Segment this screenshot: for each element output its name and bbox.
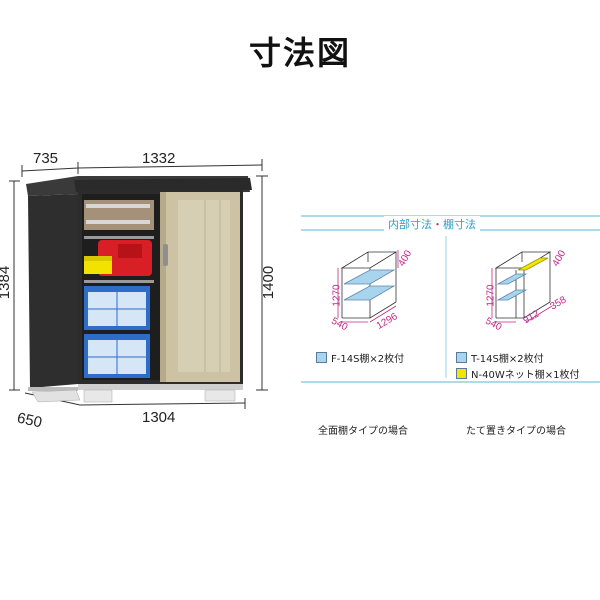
caption-vertical: たて置きタイプの場合 — [466, 426, 566, 437]
blue-shelf-swatch — [456, 352, 467, 363]
legend-n40w: N-40Wネット棚×1枚付 — [456, 366, 579, 381]
legend-t14s-text: T-14S棚×2枚付 — [471, 354, 544, 365]
legend-n40w-text: N-40Wネット棚×1枚付 — [471, 370, 580, 381]
vertical-shelf-box — [491, 251, 553, 323]
shelf-dim-label: 棚寸法 — [443, 218, 476, 231]
caption-full-shelf: 全面棚タイプの場合 — [318, 426, 408, 437]
legend-f14s-text: F-14S棚×2枚付 — [331, 354, 405, 365]
page-title: 寸法図 — [248, 34, 351, 72]
dim-bottom-width: 1304 — [142, 409, 176, 426]
interior-panel-header: 内部寸法・棚寸法 — [384, 216, 480, 232]
header-separator: ・ — [432, 218, 443, 231]
shed-body — [26, 176, 252, 403]
left-height-label: 1270 — [331, 284, 343, 307]
yellow-net-swatch — [456, 368, 467, 379]
legend-f14s: F-14S棚×2枚付 — [316, 350, 404, 365]
dim-top-left: 735 — [33, 150, 59, 167]
legend-t14s: T-14S棚×2枚付 — [456, 350, 544, 365]
right-height-label: 1270 — [485, 284, 497, 307]
dim-right-height: 1400 — [260, 265, 278, 300]
dim-top-width: 1332 — [142, 150, 176, 167]
dimension-lines — [9, 159, 268, 409]
interior-dim-label: 内部寸法 — [388, 218, 432, 231]
dim-left-height: 1384 — [0, 265, 14, 300]
full-shelf-box — [337, 250, 399, 323]
blue-shelf-swatch — [316, 352, 327, 363]
